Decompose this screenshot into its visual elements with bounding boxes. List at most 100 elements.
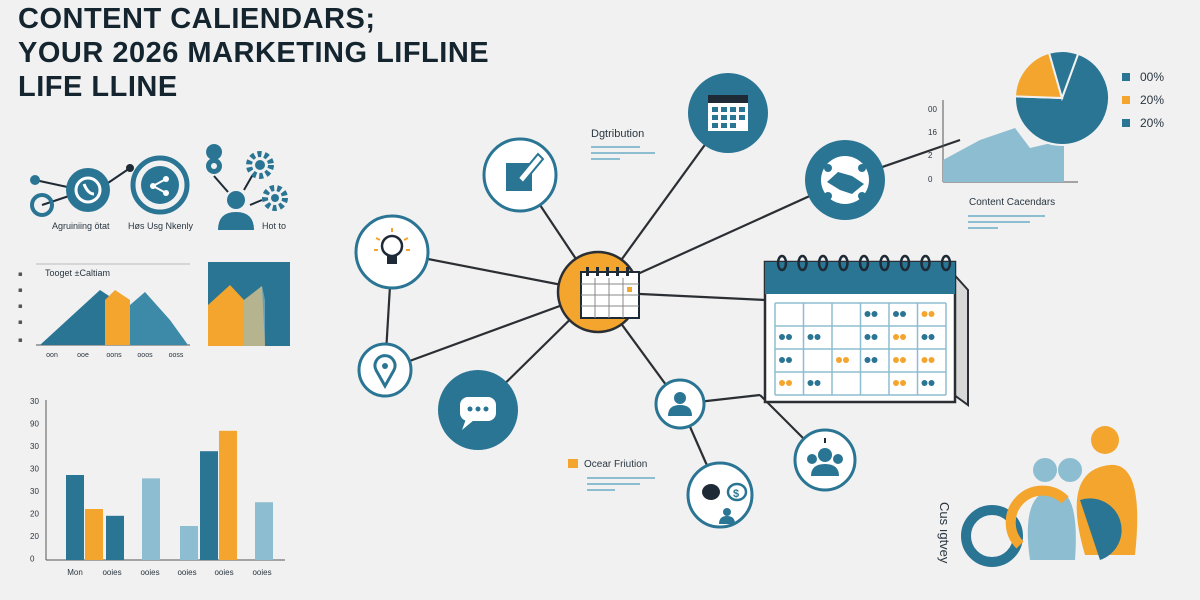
calendar-ring bbox=[899, 254, 911, 272]
area-series-3 bbox=[130, 292, 188, 345]
phone-icon bbox=[66, 168, 110, 212]
calendar-node-top bbox=[688, 73, 768, 153]
calendar-dot bbox=[807, 380, 814, 386]
calendar-icon bbox=[708, 95, 748, 131]
title-line-1: CONTENT CALIENDARS; bbox=[18, 3, 376, 35]
calendar-dot bbox=[921, 334, 928, 340]
calendar-dot bbox=[893, 357, 899, 363]
title-line-3: LIFE LLINE bbox=[18, 71, 178, 103]
calendar-dot bbox=[928, 357, 935, 363]
calendar-dot bbox=[928, 311, 935, 317]
calendar-dot bbox=[786, 334, 792, 340]
person-icon bbox=[218, 191, 254, 230]
chat-node bbox=[438, 370, 518, 450]
bar bbox=[180, 526, 198, 560]
distribution-label: Dgtribution bbox=[591, 128, 644, 140]
pie-slice bbox=[1013, 51, 1064, 100]
handshake-icon bbox=[824, 164, 866, 200]
calendar-dot bbox=[900, 334, 906, 340]
payment-node: $ bbox=[686, 461, 754, 529]
location-node bbox=[357, 342, 413, 398]
icon-group: Agruiniing ötat Høs Usg Nkenly Hot to bbox=[30, 144, 288, 231]
calendar-dot bbox=[871, 334, 878, 340]
calendar-dot bbox=[836, 357, 842, 363]
bar-x-label: ooies bbox=[102, 568, 121, 577]
bar bbox=[142, 478, 160, 560]
calendar-dot bbox=[786, 380, 792, 386]
bar bbox=[66, 475, 84, 560]
area-tick-label: oons bbox=[106, 352, 122, 359]
person-node bbox=[654, 378, 706, 430]
person-silhouette bbox=[1005, 426, 1138, 560]
area-tick-label: ooss bbox=[169, 352, 184, 359]
calendar-dot bbox=[893, 311, 899, 317]
calendar-dot bbox=[779, 334, 785, 340]
calendar-dot bbox=[864, 334, 871, 340]
calendar-dot bbox=[871, 311, 878, 317]
bar-y-label: 30 bbox=[30, 465, 39, 474]
page-title: CONTENT CALIENDARS; YOUR 2026 MARKETING … bbox=[18, 2, 489, 104]
svg-text:▪: ▪ bbox=[18, 270, 23, 278]
legend-label: 20% bbox=[1140, 116, 1164, 130]
bar-y-label: 20 bbox=[30, 532, 39, 541]
bar bbox=[255, 502, 273, 560]
rotated-label: Cus ıgtvey bbox=[937, 502, 952, 564]
calendar-dot bbox=[843, 357, 849, 363]
calendar-dot bbox=[900, 380, 906, 386]
calendar-dot bbox=[921, 311, 928, 317]
bar-y-label: 90 bbox=[30, 420, 39, 429]
bar-x-label: Mon bbox=[67, 568, 83, 577]
bar-x-label: ooies bbox=[177, 568, 196, 577]
people-graphic: Cus ıgtvey bbox=[937, 426, 1138, 567]
legend-swatch bbox=[1122, 119, 1130, 127]
money-chat-icon: $ bbox=[702, 482, 748, 524]
calendar-ring bbox=[920, 254, 931, 272]
team-node bbox=[793, 428, 857, 492]
calendar-ring bbox=[879, 254, 890, 272]
idea-node bbox=[354, 214, 430, 290]
area-series-2 bbox=[105, 290, 130, 345]
calendar-dot bbox=[814, 334, 821, 340]
bar bbox=[85, 509, 103, 560]
person-icon bbox=[668, 392, 692, 416]
calendar-icon bbox=[580, 267, 640, 319]
edit-node bbox=[482, 137, 558, 213]
calendar-dot bbox=[921, 380, 928, 386]
area-tick-label: ooos bbox=[137, 352, 153, 359]
bar bbox=[200, 451, 218, 560]
calendar-dot bbox=[928, 334, 935, 340]
calendar-dot bbox=[921, 357, 928, 363]
top-right-y-label: 0 bbox=[928, 175, 933, 184]
calendar-dot bbox=[900, 311, 906, 317]
top-right-y-label: 2 bbox=[928, 151, 933, 160]
calendar-dot bbox=[807, 334, 814, 340]
bar-x-label: ooies bbox=[252, 568, 271, 577]
gear-icon bbox=[243, 151, 288, 211]
pie-slice bbox=[1047, 50, 1080, 102]
svg-text:▪: ▪ bbox=[18, 318, 23, 326]
calendar-ring bbox=[797, 254, 808, 272]
calendar-ring bbox=[940, 254, 952, 272]
bar-y-label: 0 bbox=[30, 555, 35, 564]
calendar-ring bbox=[838, 254, 849, 272]
title-line-2: YOUR 2026 MARKETING LIFLINE bbox=[18, 37, 490, 69]
handshake-node bbox=[805, 140, 885, 220]
area-fill bbox=[943, 128, 1064, 182]
bar-y-label: 20 bbox=[30, 510, 39, 519]
area-chart-title: Tooget ±Caltiam bbox=[45, 268, 110, 278]
calendar-ring bbox=[776, 254, 788, 272]
bar bbox=[106, 515, 124, 560]
bar-x-label: ooies bbox=[214, 568, 233, 577]
legend-label: 20% bbox=[1140, 93, 1164, 107]
map-pin-icon bbox=[206, 144, 229, 193]
svg-text:▪: ▪ bbox=[18, 336, 23, 344]
legend-label: 00% bbox=[1140, 70, 1164, 84]
calendar-dot bbox=[893, 334, 899, 340]
calendar-dot bbox=[864, 357, 871, 363]
calendar-ring bbox=[858, 254, 870, 272]
icon-label-right: Hot to bbox=[262, 221, 286, 231]
calendar-dot bbox=[786, 357, 792, 363]
wall-calendar bbox=[763, 254, 969, 407]
